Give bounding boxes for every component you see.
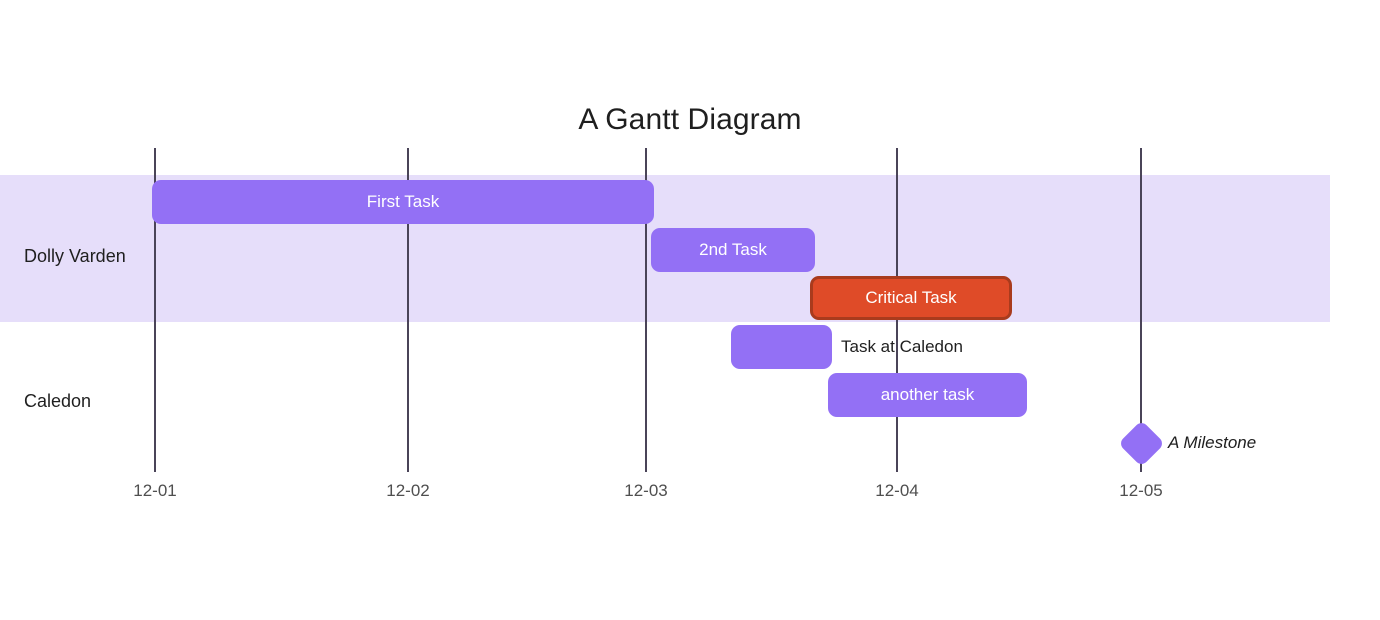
- axis-tick-label: 12-04: [875, 481, 919, 500]
- task-bar[interactable]: First Task: [152, 180, 654, 224]
- task-bar[interactable]: Critical Task: [810, 276, 1012, 320]
- section-label: Dolly Varden: [24, 246, 126, 266]
- axis-tick-label: 12-02: [386, 481, 430, 500]
- grid-line: [154, 148, 156, 472]
- axis-tick-label: 12-01: [133, 481, 177, 500]
- task-label: Critical Task: [865, 288, 957, 307]
- task-label: Task at Caledon: [841, 337, 963, 356]
- grid-line: [1140, 148, 1142, 472]
- grid-line: [645, 148, 647, 472]
- axis-tick-label: 12-05: [1119, 481, 1163, 500]
- task-label: First Task: [366, 192, 440, 211]
- task-bar[interactable]: [731, 325, 832, 369]
- task-bar[interactable]: 2nd Task: [651, 228, 815, 272]
- task-label: 2nd Task: [699, 240, 767, 259]
- task-label: another task: [880, 385, 975, 404]
- grid-line: [407, 148, 409, 472]
- task-bar[interactable]: another task: [828, 373, 1027, 417]
- milestone-label: A Milestone: [1168, 433, 1257, 452]
- section-label: Caledon: [24, 391, 92, 411]
- milestone-marker[interactable]: [1117, 419, 1165, 467]
- page-title: A Gantt Diagram: [578, 103, 802, 136]
- axis-tick-label: 12-03: [624, 481, 668, 500]
